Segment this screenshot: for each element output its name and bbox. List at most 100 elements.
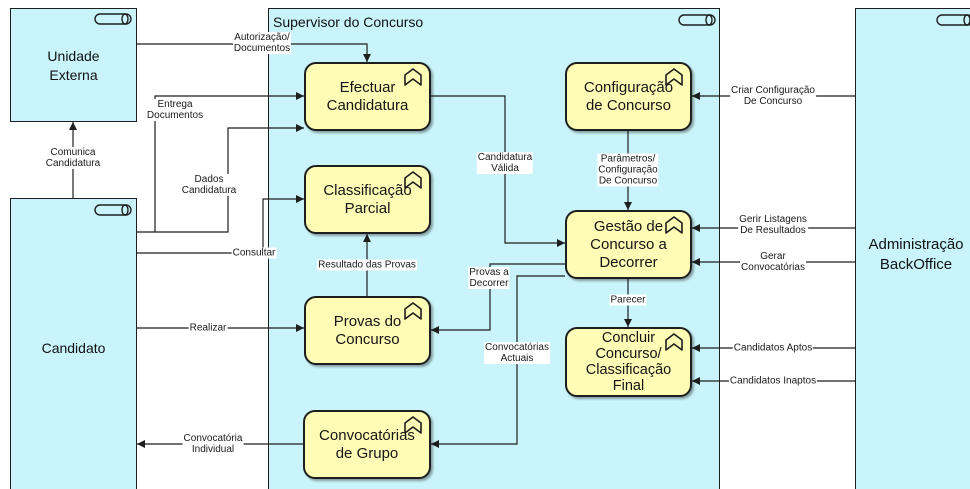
flow-label-line: Criar Configuração <box>731 85 815 96</box>
function-efectuar-candidatura: Efectuar Candidatura <box>304 62 431 131</box>
function-convocatorias-de-grupo: Convocatórias de Grupo <box>303 410 431 479</box>
flow-label-line: Candidatos Inaptos <box>729 375 817 387</box>
flow-label-candidatos-aptos: Candidatos Aptos <box>732 342 814 354</box>
function-label-line: de Grupo <box>335 444 399 462</box>
flow-arrow-autorizacao-documentos <box>137 43 371 62</box>
function-label-line: Candidatura <box>326 96 409 114</box>
flow-label-line: Realizar <box>189 322 227 334</box>
business-function-icon <box>665 68 683 86</box>
flow-label-line: Consultar <box>232 247 276 259</box>
function-label-line: Efectuar <box>339 78 396 96</box>
flow-label-line: Autorização/ <box>234 32 290 43</box>
actor-label-line: BackOffice <box>879 256 953 273</box>
flow-label-line: Actuais <box>500 353 534 364</box>
function-label-line: Concurso/ <box>595 346 662 362</box>
flow-label-line: Entrega <box>157 99 193 110</box>
business-function-glyph <box>404 171 422 189</box>
business-function-glyph <box>404 302 422 320</box>
business-role-icon <box>94 204 132 216</box>
flow-label-line: Decorrer <box>469 278 509 289</box>
function-label-line: Decorrer <box>599 253 658 271</box>
business-function-glyph <box>665 333 683 351</box>
flow-label-criar-configuracao-de-concurso: Criar Configuração De Concurso <box>730 85 816 107</box>
function-label-line: Configuração <box>583 78 674 96</box>
function-label-line: Concluir <box>601 330 656 346</box>
flow-label-line: Documentos <box>233 43 291 54</box>
actor-label: Unidade Externa <box>11 47 136 85</box>
role-icon-body <box>94 204 132 216</box>
role-icon-body <box>936 14 970 26</box>
flow-label-provas-a-decorrer: Provas a Decorrer <box>468 267 510 289</box>
function-label-line: de Concurso <box>585 96 672 114</box>
flow-label-gerar-convocatorias: Gerar Convocatórias <box>740 251 806 273</box>
role-icon-end <box>121 204 129 216</box>
flow-label-comunica-candidatura: Comunica Candidatura <box>44 147 102 169</box>
flow-label-line: Provas a <box>469 267 509 278</box>
flow-label-line: Individual <box>191 444 235 455</box>
flow-label-line: Gerar <box>760 251 786 262</box>
actor-candidato: Candidato <box>10 198 137 489</box>
flow-label-line: De Concurso <box>743 96 803 107</box>
business-function-glyph <box>404 416 422 434</box>
function-label-line: Concurso a <box>590 235 667 253</box>
business-function-icon <box>404 68 422 86</box>
role-icon-end <box>121 13 129 25</box>
function-label-line: Classificação <box>585 362 672 378</box>
function-label-line: Concurso <box>335 330 400 348</box>
function-label-line: Parcial <box>344 199 391 217</box>
business-function-glyph <box>665 216 683 234</box>
actor-label: Candidato <box>11 339 136 358</box>
flow-label-resultado-das-provas: Resultado das Provas <box>317 259 417 271</box>
flow-label-line: Dados <box>194 174 224 185</box>
function-classificacao-parcial: Classificação Parcial <box>304 165 431 234</box>
business-role-icon <box>936 14 970 26</box>
flow-label-convocatoria-individual: Convocatória Individual <box>182 433 244 455</box>
flow-label-line: Parâmetros/ <box>600 153 656 165</box>
business-role-icon <box>678 14 716 26</box>
flow-label-parecer: Parecer <box>609 294 647 306</box>
function-provas-do-concurso: Provas do Concurso <box>304 296 431 365</box>
flow-label-line: Convocatórias <box>485 342 549 353</box>
flow-label-line: Candidatos Aptos <box>733 342 813 354</box>
flow-label-line: Parecer <box>610 294 646 306</box>
business-function-icon <box>404 416 422 434</box>
flow-label-realizar: Realizar <box>188 322 228 334</box>
flow-arrow-entrega-documentos <box>154 92 304 232</box>
business-role-icon <box>94 13 132 25</box>
actor-label-line: Externa <box>49 67 98 83</box>
flow-label-consultar: Consultar <box>231 247 277 259</box>
flow-label-line: Candidatura <box>477 152 533 163</box>
flow-label-line: Comunica <box>50 147 96 158</box>
flow-label-autorizacao-documentos: Autorização/ Documentos <box>232 32 292 54</box>
role-icon-end <box>963 14 970 26</box>
flow-label-line: Candidatura <box>181 185 237 196</box>
flow-arrow-provas-a-decorrer <box>431 263 565 334</box>
flow-label-line: Convocatória <box>183 433 243 444</box>
actor-unidade-externa: Unidade Externa <box>10 8 137 122</box>
role-icon-body <box>94 13 132 25</box>
flow-label-candidatos-inaptos: Candidatos Inaptos <box>728 375 818 387</box>
function-gestao-de-concurso-a-decorrer: Gestão de Concurso a Decorrer <box>565 210 692 279</box>
flow-label-line: Resultado das Provas <box>318 259 416 271</box>
actor-label: Administração BackOffice <box>856 235 970 275</box>
function-label-line: Classificação <box>323 181 412 199</box>
flow-label-convocatorias-actuais: Convocatórias Actuais <box>484 342 550 364</box>
actor-administracao-backoffice: Administração BackOffice <box>855 8 970 489</box>
function-label-line: Gestão de <box>593 217 664 235</box>
flow-label-line: Configuração <box>598 164 658 176</box>
business-function-icon <box>665 216 683 234</box>
business-function-glyph <box>404 68 422 86</box>
role-icon-end <box>705 14 713 26</box>
flow-label-candidatura-valida: Candidatura Válida <box>476 152 534 174</box>
flow-label-line: De Resultados <box>740 225 806 236</box>
function-label-line: Provas do <box>333 312 402 330</box>
function-concluir-concurso-classificacao-final: Concluir Concurso/ Classificação Final <box>565 327 692 397</box>
flow-label-line: Válida <box>491 163 519 174</box>
business-function-icon <box>404 171 422 189</box>
flow-label-parametros-configuracao-de-concurso: Parâmetros/ Configuração De Concurso <box>597 153 659 187</box>
flow-label-line: Convocatórias <box>741 262 805 273</box>
function-configuracao-de-concurso: Configuração de Concurso <box>565 62 692 131</box>
container-title: Supervisor do Concurso <box>273 14 424 30</box>
flow-label-line: Documentos <box>146 110 204 121</box>
